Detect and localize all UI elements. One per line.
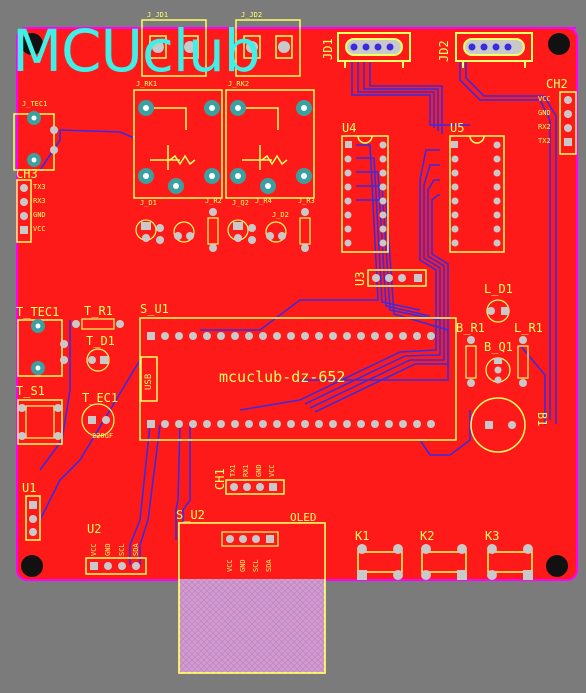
label-small-j-4: J_R4	[255, 197, 272, 205]
label-oled-pin-2: GND	[239, 559, 247, 572]
button-k3	[487, 544, 533, 580]
t-ec1-capacitor	[81, 403, 115, 437]
b-r1-resistor	[465, 336, 477, 387]
label-ch3: CH3	[16, 167, 38, 181]
label-ec1-value: 220uF	[92, 432, 114, 440]
label-t-s1: T_S1	[16, 384, 45, 398]
label-ch2-pin-2: GND	[538, 109, 551, 117]
label-ch3-pin-1: TX3	[33, 183, 46, 191]
label-t-r1: T_R1	[84, 304, 113, 318]
label-u4: U4	[342, 121, 357, 135]
label-u2-pin-4: SDA	[132, 543, 140, 556]
label-ch1-pin-2: RX1	[242, 464, 250, 477]
b1-buzzer	[470, 397, 526, 453]
label-ch2-pin-3: RX2	[538, 123, 551, 131]
t-r1-resistor	[72, 318, 124, 330]
u2-header	[85, 557, 147, 575]
button-k2	[421, 544, 467, 580]
u5-dip-ic	[449, 135, 505, 253]
s-u1-bottom-pins	[147, 420, 435, 428]
s-u1-top-pins	[147, 332, 435, 340]
label-usb: USB	[144, 373, 154, 390]
label-jd2: JD2	[437, 40, 451, 62]
label-u5: U5	[450, 121, 465, 135]
label-ch1-pin-3: GND	[255, 464, 263, 477]
label-ch3-pin-2: RX3	[33, 197, 46, 205]
label-u2-pin-3: SCL	[118, 543, 126, 556]
u3-header	[367, 269, 427, 287]
label-l-d1: L_D1	[484, 282, 513, 296]
label-u3: U3	[353, 271, 367, 286]
label-u2: U2	[87, 522, 102, 536]
relay-rk1	[133, 89, 223, 199]
ch1-header	[225, 479, 285, 495]
mcuclub-logo: MCUclub	[12, 17, 261, 85]
relay-rk2	[225, 89, 315, 199]
t-d1-led	[86, 348, 110, 372]
label-l-r1: L_R1	[514, 321, 543, 335]
label-t-d1: T_D1	[86, 334, 115, 348]
label-ch2-pin-1: VCC	[538, 95, 551, 103]
jd2-connector	[455, 32, 533, 68]
label-ch2: CH2	[546, 77, 568, 91]
label-u1: U1	[22, 481, 37, 495]
label-ch3-pin-4: VCC	[33, 225, 46, 233]
jd1-connector	[337, 32, 411, 68]
label-small-j-2: J_R2	[205, 197, 222, 205]
label-k3: K3	[485, 529, 500, 543]
label-ch1-pin-4: VCC	[268, 464, 276, 477]
label-small-j-5: J_D2	[272, 211, 289, 219]
label-k1: K1	[355, 529, 370, 543]
label-t-tec1: T_TEC1	[16, 305, 60, 319]
label-j-rk2: J_RK2	[228, 80, 250, 88]
board-name: mcuclub-dz-652	[219, 368, 346, 386]
label-u2-pin-2: GND	[104, 543, 112, 556]
label-ch3-pin-3: GND	[33, 211, 46, 219]
label-u2-pin-1: VCC	[90, 543, 98, 556]
ch3-header	[16, 179, 32, 243]
label-j-rk1: J_RK1	[136, 80, 158, 88]
label-oled-pin-4: SDA	[265, 559, 273, 572]
relay-driver-parts	[135, 208, 311, 252]
label-k2: K2	[420, 529, 435, 543]
oled-module	[178, 522, 326, 674]
j-jd2-terminal	[235, 19, 301, 77]
t-tec1-connector	[17, 319, 68, 377]
traces	[39, 60, 557, 565]
label-small-j-6: J_R3	[298, 197, 315, 205]
label-j-jd1: J_JD1	[147, 11, 169, 19]
label-ch1: CH1	[213, 468, 227, 490]
label-b-r1: B_R1	[456, 321, 485, 335]
j-tec1-connector	[13, 111, 58, 171]
label-j-jd2: J_JD2	[241, 11, 263, 19]
label-s-u1: S_U1	[140, 302, 169, 316]
label-small-j-1: J_D1	[140, 199, 157, 207]
label-b-q1: B_Q1	[484, 340, 513, 354]
label-oled-pin-1: VCC	[226, 559, 234, 572]
button-k1	[357, 544, 403, 580]
label-jd1: JD1	[321, 38, 335, 60]
label-oled: OLED	[290, 511, 317, 524]
label-s-u2: S_U2	[176, 508, 205, 522]
label-ch2-pin-4: TX2	[538, 137, 551, 145]
j-jd1-terminal	[141, 19, 207, 77]
u1-header	[25, 495, 41, 541]
l-r1-resistor	[517, 336, 529, 387]
mounting-holes	[18, 30, 570, 577]
label-t-ec1: T_EC1	[82, 391, 119, 405]
label-ch1-pin-1: TX1	[229, 464, 237, 477]
label-small-j-3: J_Q2	[232, 199, 249, 207]
s-u1-mcu-module	[139, 317, 457, 441]
b-q1-transistor	[485, 357, 511, 384]
label-j-tec1: J_TEC1	[22, 100, 48, 108]
t-s1-switch	[17, 399, 63, 445]
label-oled-pin-3: SCL	[252, 559, 260, 572]
l-d1-led	[486, 299, 510, 323]
u4-dip-ic	[341, 135, 389, 253]
ch2-header	[559, 91, 577, 155]
label-b1: B1	[535, 412, 549, 427]
